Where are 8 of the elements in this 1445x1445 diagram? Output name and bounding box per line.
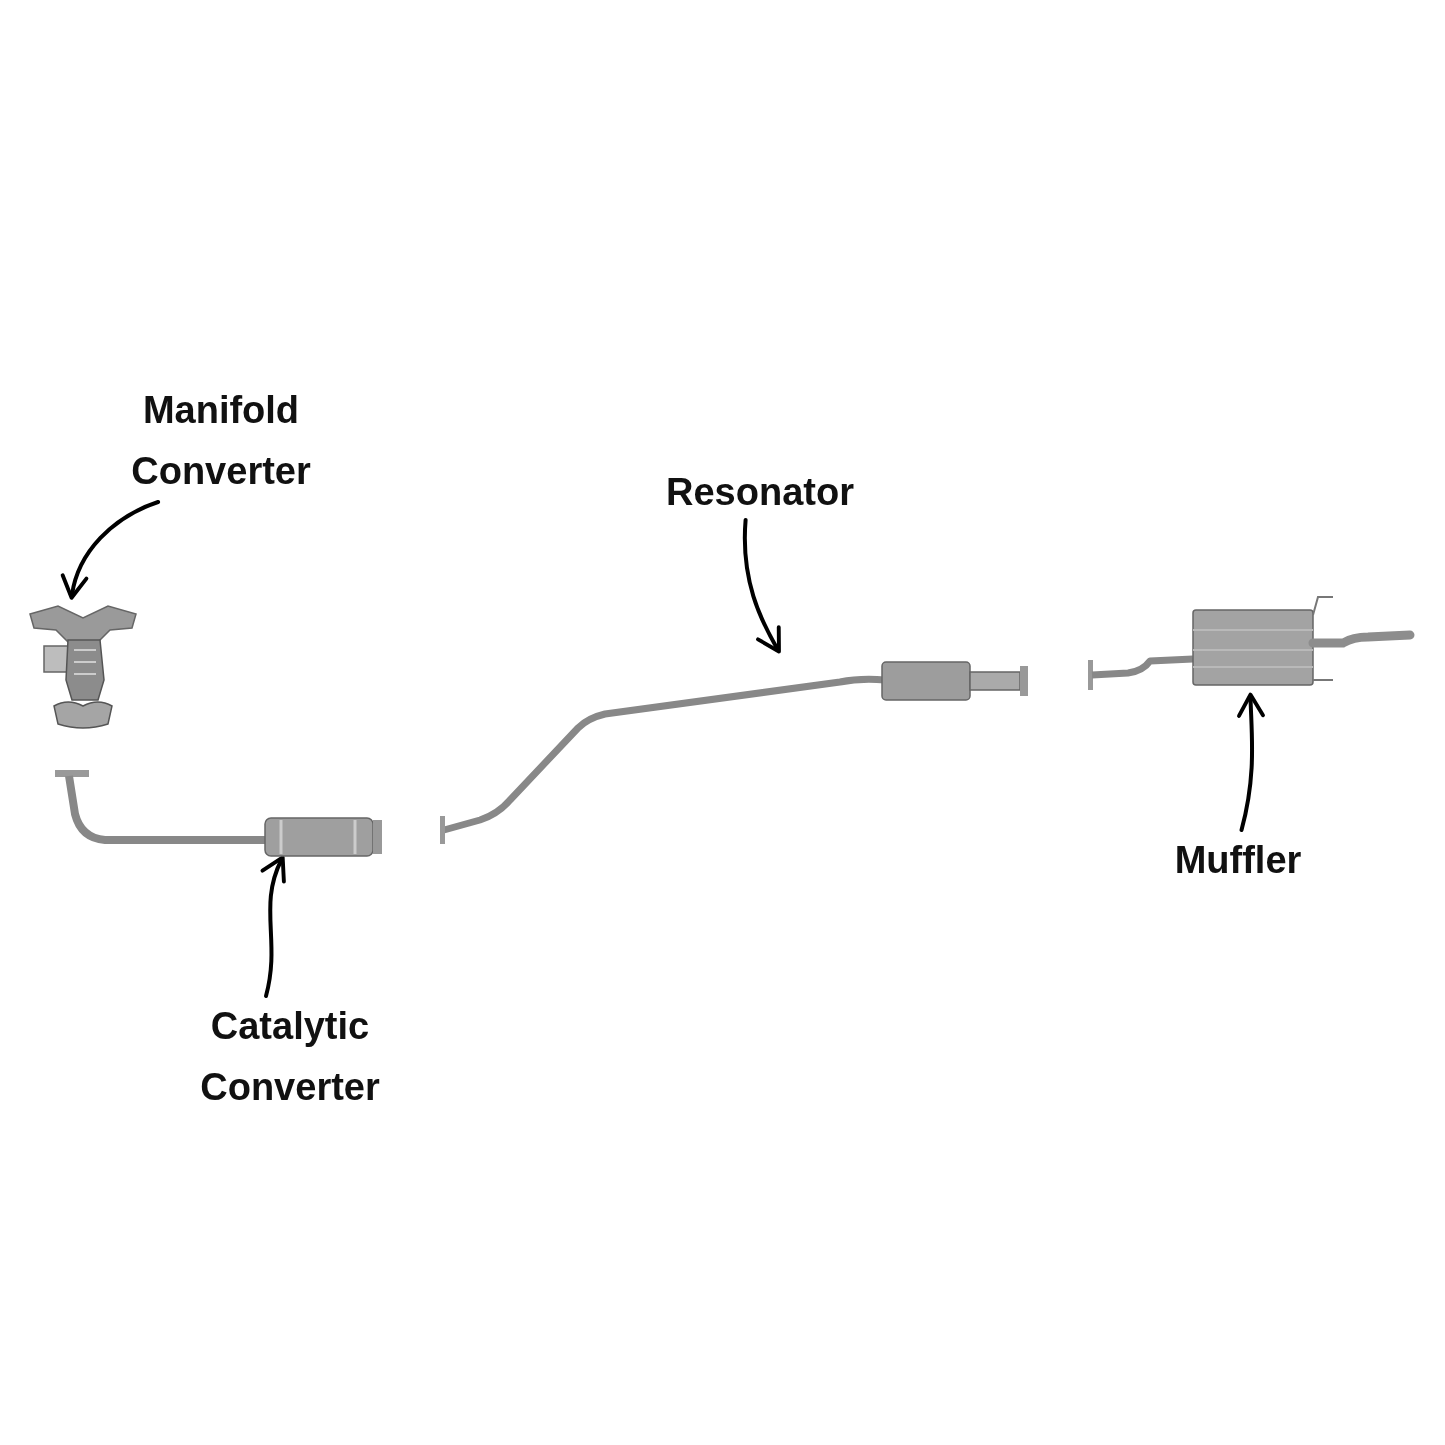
curved-arrow [61, 500, 161, 600]
part-label: Catalytic Converter [170, 996, 410, 1118]
curved-arrow [742, 518, 781, 654]
curved-arrow [1237, 692, 1266, 832]
part-label: Manifold Converter [100, 380, 342, 502]
part-label: Muffler [1150, 830, 1326, 891]
part-label: Resonator [640, 462, 880, 523]
curved-arrow [261, 855, 288, 998]
